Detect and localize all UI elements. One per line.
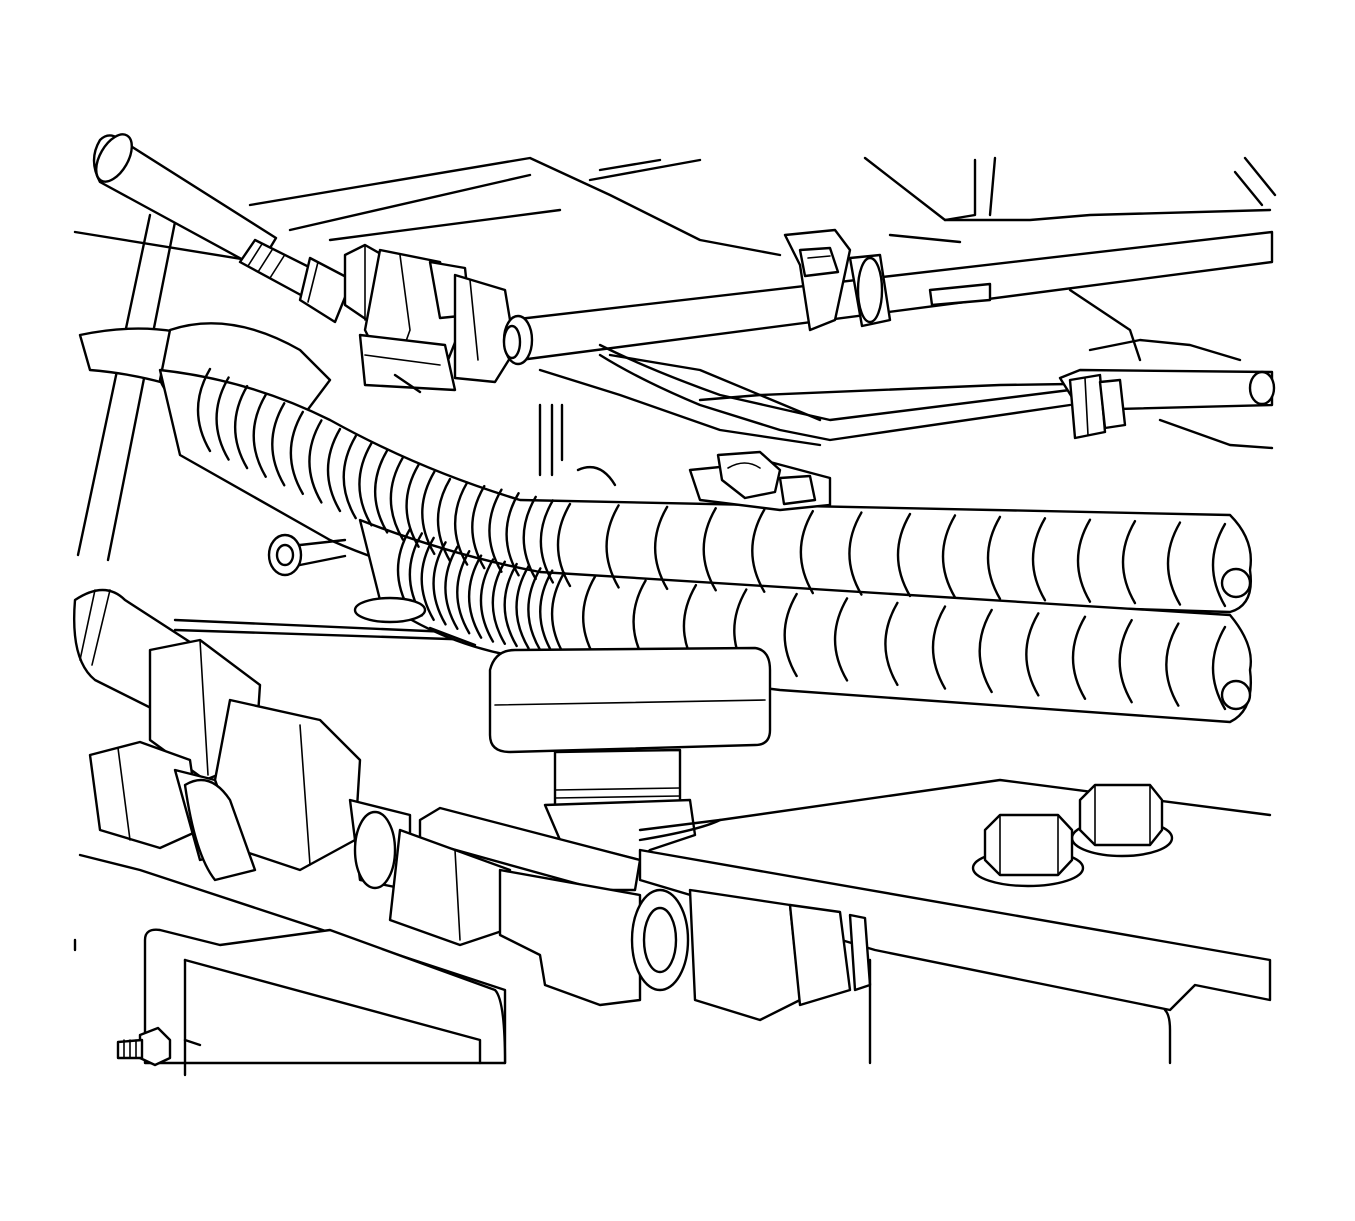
convolution-ring bbox=[751, 508, 766, 593]
convolution-ring bbox=[986, 515, 1002, 601]
cap-plug bbox=[267, 533, 347, 577]
convolution-ring bbox=[848, 511, 863, 596]
mounting-bolts bbox=[971, 783, 1174, 888]
convolution-ring bbox=[1031, 517, 1047, 602]
convolution-ring bbox=[1166, 521, 1182, 606]
convolution-ring bbox=[420, 536, 435, 622]
convolution-ring bbox=[884, 601, 899, 687]
convolution-ring bbox=[289, 410, 305, 496]
convolution-ring bbox=[550, 571, 566, 657]
convolution-ring bbox=[215, 376, 230, 461]
convolution-ring bbox=[941, 514, 957, 599]
convolution-ring bbox=[491, 560, 507, 645]
convolution-ring bbox=[833, 597, 849, 682]
convolution-ring bbox=[271, 402, 286, 487]
convolution-ring bbox=[342, 434, 357, 520]
convolution-ring bbox=[1211, 522, 1227, 608]
lower-block-fitting bbox=[388, 646, 1272, 1022]
convolution-ring bbox=[783, 592, 798, 678]
upper-line-right bbox=[502, 230, 1276, 442]
convolution-ring bbox=[326, 427, 342, 513]
convolution-ring bbox=[436, 477, 452, 563]
convolution-ring bbox=[515, 565, 530, 650]
harness-retainer-clip bbox=[688, 450, 832, 512]
convolution-ring bbox=[653, 505, 669, 591]
module-stud bbox=[116, 1026, 172, 1067]
convolution-ring bbox=[432, 541, 447, 626]
convolution-ring bbox=[358, 442, 373, 527]
convolution-ring bbox=[1076, 518, 1092, 603]
convolution-ring bbox=[467, 554, 483, 639]
convolution-ring bbox=[405, 463, 420, 548]
convolution-ring bbox=[556, 502, 572, 588]
upper-metal-line-left bbox=[92, 133, 354, 324]
left-line-fitting bbox=[73, 588, 412, 892]
convolution-ring bbox=[308, 419, 323, 504]
convolution-ring bbox=[1025, 612, 1040, 697]
convolution-ring bbox=[503, 562, 518, 648]
convolution-ring bbox=[896, 512, 912, 598]
convolution-ring bbox=[389, 456, 405, 541]
convolution-ring bbox=[1121, 519, 1137, 605]
convolution-ring bbox=[539, 499, 555, 584]
convolution-ring bbox=[252, 393, 267, 478]
upper-line-fitting bbox=[343, 243, 517, 394]
convolution-ring bbox=[196, 367, 212, 453]
convolution-ring bbox=[479, 558, 495, 643]
line-clip bbox=[783, 228, 992, 332]
convolution-ring bbox=[527, 567, 542, 652]
convolution-ring bbox=[522, 495, 537, 581]
convolution-ring bbox=[233, 384, 249, 470]
convolution-ring bbox=[456, 550, 471, 635]
convolution-ring bbox=[605, 504, 620, 589]
lower-left-module bbox=[78, 853, 1172, 1065]
convolution-ring bbox=[444, 545, 459, 630]
drawing-edges bbox=[73, 938, 187, 1077]
convolution-ring bbox=[539, 569, 554, 654]
convolution-ring bbox=[1071, 615, 1087, 700]
harness-convolutions-upper bbox=[196, 367, 1227, 608]
convolution-ring bbox=[978, 608, 993, 694]
convolution-ring bbox=[453, 481, 469, 566]
convolution-ring bbox=[1165, 622, 1180, 707]
convolution-ring bbox=[1211, 625, 1227, 711]
harness-mount-disc bbox=[353, 596, 477, 647]
convolution-ring bbox=[488, 488, 503, 573]
convolution-ring bbox=[373, 449, 389, 534]
convolution-ring bbox=[931, 605, 947, 690]
convolution-ring bbox=[1118, 618, 1133, 704]
convolution-ring bbox=[702, 507, 717, 592]
convolution-ring bbox=[799, 509, 815, 595]
